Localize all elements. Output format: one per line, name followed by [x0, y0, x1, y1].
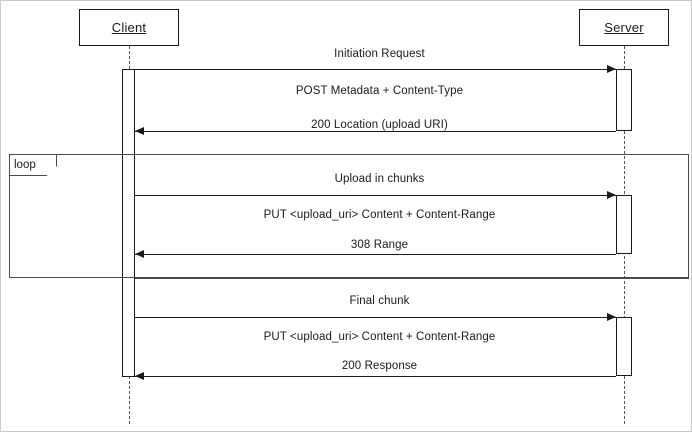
activation-client: [122, 69, 135, 377]
activation-server-chunk: [616, 195, 632, 254]
message-label-200-response: 200 Response: [341, 360, 418, 372]
message-label-308-range: 308 Range: [350, 239, 409, 251]
message-label-put-chunk: PUT <upload_uri> Content + Content-Range: [263, 209, 496, 221]
message-line-put-final-chunk: [135, 317, 616, 318]
message-label-put-final-chunk: PUT <upload_uri> Content + Content-Range: [263, 331, 496, 343]
activation-server-final: [616, 317, 632, 376]
participant-client[interactable]: Client: [79, 9, 179, 46]
arrowhead-308-range: [135, 249, 144, 258]
arrowhead-post-metadata: [607, 64, 616, 73]
participant-client-label: Client: [111, 20, 147, 35]
message-line-200-response: [135, 376, 616, 377]
loop-fragment-tab: loop: [9, 154, 57, 176]
message-label-post-metadata: POST Metadata + Content-Type: [295, 85, 464, 97]
arrowhead-put-chunk: [607, 190, 616, 199]
arrowhead-200-location: [135, 126, 144, 135]
fragment-separator-final-chunk: [135, 278, 689, 279]
message-line-200-location: [135, 131, 616, 132]
message-label-initiation-request: Initiation Request: [334, 48, 425, 60]
participant-server[interactable]: Server: [579, 9, 669, 46]
participant-server-label: Server: [604, 20, 644, 35]
message-line-308-range: [135, 254, 616, 255]
message-line-put-chunk: [135, 195, 616, 196]
fragment-separator-upload-chunks: [135, 154, 689, 155]
message-label-upload-in-chunks: Upload in chunks: [334, 173, 425, 185]
message-line-post-metadata: [135, 69, 616, 70]
activation-server-initiation: [616, 69, 632, 131]
loop-fragment-label: loop: [14, 159, 36, 171]
message-label-200-location: 200 Location (upload URI): [311, 119, 448, 131]
arrowhead-200-response: [135, 371, 144, 380]
arrowhead-put-final-chunk: [607, 312, 616, 321]
message-label-final-chunk: Final chunk: [349, 295, 410, 307]
